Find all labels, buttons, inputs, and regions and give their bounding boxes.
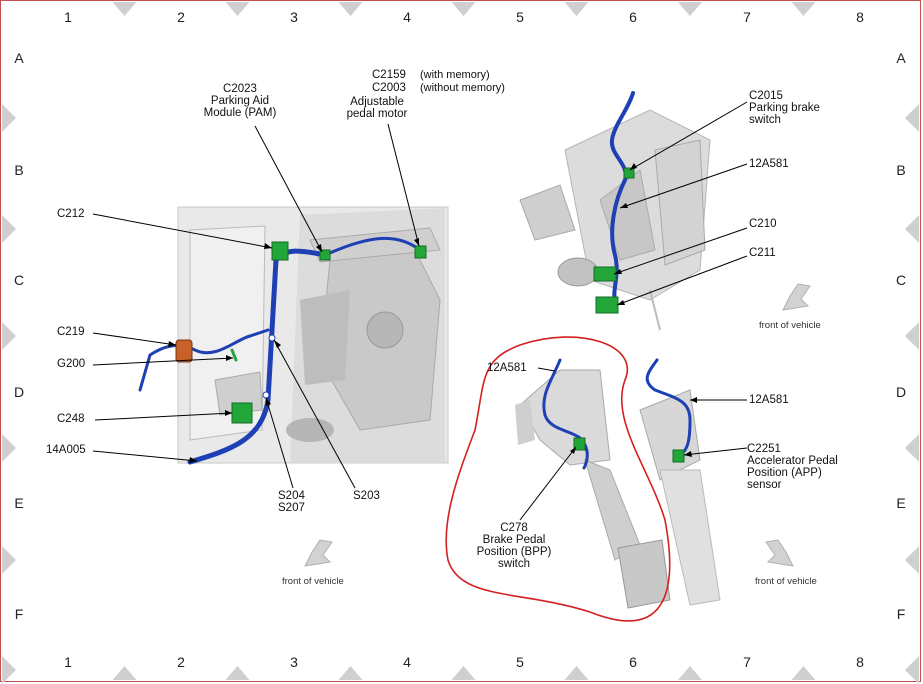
connector-c2023 [319, 249, 331, 261]
connector-c212 [271, 241, 289, 261]
label-c278: C278 [500, 522, 528, 534]
label-without-memory: (without memory) [420, 82, 505, 94]
grid-col-bottom-8: 8 [856, 654, 864, 670]
label-c2159: C2159 [372, 69, 406, 81]
label-s207: S207 [278, 502, 305, 514]
label-parking-brake-switch: switch [749, 114, 781, 126]
connector-c211 [595, 296, 619, 314]
grid-row-right-A: A [896, 50, 906, 66]
connector-c210 [593, 266, 617, 282]
label-g200: G200 [57, 358, 86, 370]
label-app-line2: Position (APP) [747, 467, 822, 479]
grid-col-top-4: 4 [403, 9, 411, 25]
grid-row-left-B: B [14, 162, 24, 178]
label-pam-line1: Parking Aid [210, 95, 270, 107]
label-adjustable: Adjustable [350, 96, 404, 108]
grid-col-bottom-2: 2 [177, 654, 185, 670]
label-front-of-vehicle-top-right: front of vehicle [759, 320, 821, 331]
grid-col-top-3: 3 [290, 9, 298, 25]
connector-c2015 [623, 167, 635, 179]
label-c211: C211 [749, 247, 776, 259]
leader-arrowheads [168, 163, 697, 463]
label-c2251: C2251 [747, 443, 781, 455]
label-with-memory: (with memory) [420, 69, 490, 81]
grid-col-bottom-4: 4 [403, 654, 411, 670]
label-c212: C212 [57, 208, 85, 220]
grid-row-left-E: E [14, 495, 24, 511]
harness-12a581-bottom [542, 358, 692, 470]
label-s204: S204 [278, 490, 305, 502]
grid-row-right-E: E [896, 495, 906, 511]
grid-row-right-D: D [895, 384, 907, 400]
label-bpp-line2: Position (BPP) [476, 546, 552, 558]
grid-col-bottom-7: 7 [743, 654, 751, 670]
label-app-line3: sensor [747, 479, 782, 491]
label-c2023: C2023 [223, 83, 257, 95]
label-front-of-vehicle-left: front of vehicle [282, 576, 344, 587]
label-parking-brake: Parking brake [749, 102, 820, 114]
label-12a581-right: 12A581 [749, 394, 789, 406]
label-12a581-left: 12A581 [487, 362, 527, 374]
label-pam-line2: Module (PAM) [203, 107, 277, 119]
connector-c278 [573, 437, 586, 451]
grid-col-bottom-6: 6 [629, 654, 637, 670]
label-c219: C219 [57, 326, 85, 338]
grid-col-top-2: 2 [177, 9, 185, 25]
connector-c248 [231, 402, 253, 424]
grid-col-bottom-3: 3 [290, 654, 298, 670]
grid-col-top-5: 5 [516, 9, 524, 25]
front-arrows [304, 283, 811, 567]
grid-row-left-D: D [13, 384, 25, 400]
leader-lines [92, 101, 748, 521]
grid-row-left-F: F [14, 606, 24, 622]
grid-row-right-F: F [896, 606, 906, 622]
parking-brake-illustration [519, 109, 711, 331]
harness-12a581-top [609, 91, 635, 302]
grid-col-top-1: 1 [64, 9, 72, 25]
label-c248: C248 [57, 413, 85, 425]
left-panel-illustration [177, 206, 449, 464]
connector-c2159 [414, 245, 427, 259]
grid-col-top-7: 7 [743, 9, 751, 25]
grid-row-left-C: C [13, 272, 25, 288]
label-bpp-line1: Brake Pedal [482, 534, 546, 546]
label-c210: C210 [749, 218, 777, 230]
highlight-circle [445, 336, 671, 622]
label-s203: S203 [353, 490, 380, 502]
splice-s203 [268, 334, 276, 342]
label-12a581-top: 12A581 [749, 158, 789, 170]
grid-row-right-B: B [896, 162, 906, 178]
pedal-illustration [515, 369, 721, 609]
splice-s204 [262, 391, 270, 399]
label-c2003: C2003 [372, 82, 406, 94]
connector-c219 [175, 339, 193, 363]
connector-c2251 [672, 449, 685, 463]
grid-row-left-A: A [14, 50, 24, 66]
grid-col-top-6: 6 [629, 9, 637, 25]
label-14a005: 14A005 [46, 444, 86, 456]
label-app-line1: Accelerator Pedal [747, 455, 838, 467]
label-bpp-line3: switch [498, 558, 530, 570]
grid-col-bottom-5: 5 [516, 654, 524, 670]
label-c2015: C2015 [749, 90, 783, 102]
label-front-of-vehicle-bottom-right: front of vehicle [755, 576, 817, 587]
grid-col-top-8: 8 [856, 9, 864, 25]
label-pedal-motor: pedal motor [346, 108, 408, 120]
grid-col-bottom-1: 1 [64, 654, 72, 670]
grid-row-right-C: C [895, 272, 907, 288]
